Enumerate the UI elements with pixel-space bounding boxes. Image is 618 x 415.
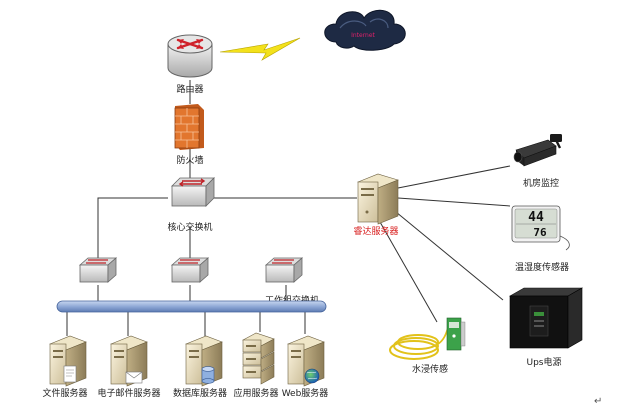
document-icon <box>63 365 77 383</box>
router <box>167 34 213 78</box>
server-label: Web服务器 <box>282 387 329 399</box>
thermo-hygrometer-icon: 44 76 <box>511 205 570 251</box>
camera-label: 机房监控 <box>523 177 559 189</box>
link-hub-camera <box>397 165 511 189</box>
mail-icon <box>125 371 143 384</box>
thermo-reading-bottom: 76 <box>533 226 547 239</box>
server-database <box>185 335 223 387</box>
switch-arrows-icon <box>272 259 294 264</box>
lightning-link <box>219 37 301 61</box>
access-switch-left <box>78 257 118 283</box>
internet-cloud: Internet <box>324 9 406 51</box>
server-label: 数据库服务器 <box>173 387 227 399</box>
return-mark: ↵ <box>594 396 602 407</box>
server-file <box>49 335 87 387</box>
server-label: 电子邮件服务器 <box>97 387 160 399</box>
server-email <box>110 335 148 387</box>
access-switch-middle <box>170 257 210 283</box>
internet-label: Internet <box>351 32 375 39</box>
link-hub-water <box>379 221 438 323</box>
water-sensor-icon <box>389 317 466 360</box>
thermo-label: 温湿度传感器 <box>515 261 569 273</box>
link-hub-ups <box>395 211 504 301</box>
core-switch-label: 核心交换机 <box>167 221 212 233</box>
water-sensor-label: 水浸传感 <box>412 363 448 375</box>
server-label: 应用服务器 <box>233 387 278 399</box>
router-label: 路由器 <box>176 83 203 95</box>
ups-label: Ups电源 <box>527 356 562 368</box>
firewall-label: 防火墙 <box>176 154 203 166</box>
core-switch <box>171 177 215 207</box>
hub-server-label: 睿达服务器 <box>353 225 398 237</box>
server-label: 文件服务器 <box>42 387 87 399</box>
switch-arrows-icon <box>178 178 206 187</box>
server-web <box>287 335 325 387</box>
switch-arrows-icon <box>178 259 200 264</box>
hub-server <box>357 173 399 225</box>
lan-backbone-bus <box>56 300 327 313</box>
connection-lines <box>66 80 511 336</box>
camera-icon <box>513 134 562 167</box>
firewall-icon <box>174 104 204 150</box>
globe-icon <box>304 368 320 384</box>
server-application <box>242 332 275 385</box>
switch-arrows-icon <box>86 259 108 264</box>
database-icon <box>201 366 215 384</box>
link-core-left-switch <box>97 197 168 258</box>
workgroup-switch <box>264 257 304 283</box>
link-hub-thermo <box>397 197 511 207</box>
ups-icon <box>508 287 584 349</box>
thermo-reading-top: 44 <box>528 210 544 225</box>
